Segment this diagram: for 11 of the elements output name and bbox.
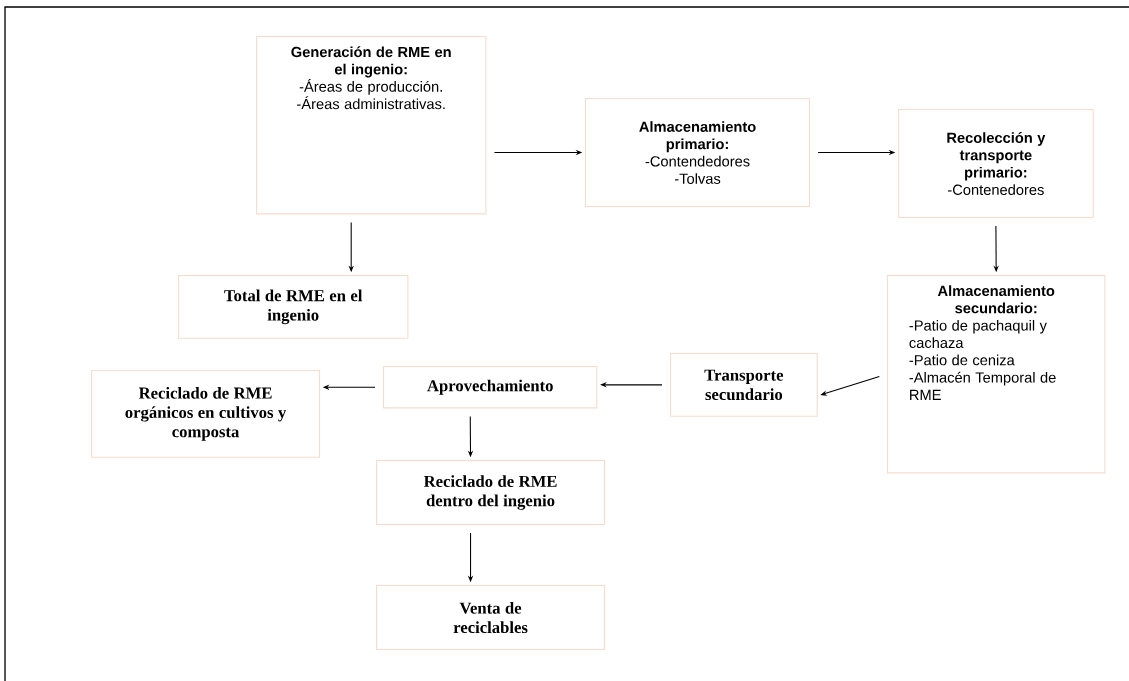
process-box: Total de RME en el ingenio — [178, 275, 409, 339]
process-box: Generación de RME en el ingenio: -Áreas de producción. -Áreas administrativas. — [256, 36, 487, 215]
process-box: Almacenamiento secundario: -Patio de pachaquil y cachaza -Patio de ceniza -Almacén Temporal de RME — [887, 275, 1106, 474]
process-box: Aprovechamiento — [383, 366, 598, 409]
process-box: Transporte secundario — [670, 353, 818, 417]
process-box: Reciclado de RME orgánicos en cultivos y composta — [91, 370, 321, 458]
process-box: Recolección y transporte primario: -Contenedores — [898, 109, 1094, 219]
process-box: Reciclado de RME dentro del ingenio — [376, 460, 606, 526]
process-box: Almacenamiento primario: -Contendedores -Tolvas — [585, 98, 811, 208]
process-box: Venta de reciclables — [376, 585, 606, 651]
arrow — [600, 382, 663, 388]
